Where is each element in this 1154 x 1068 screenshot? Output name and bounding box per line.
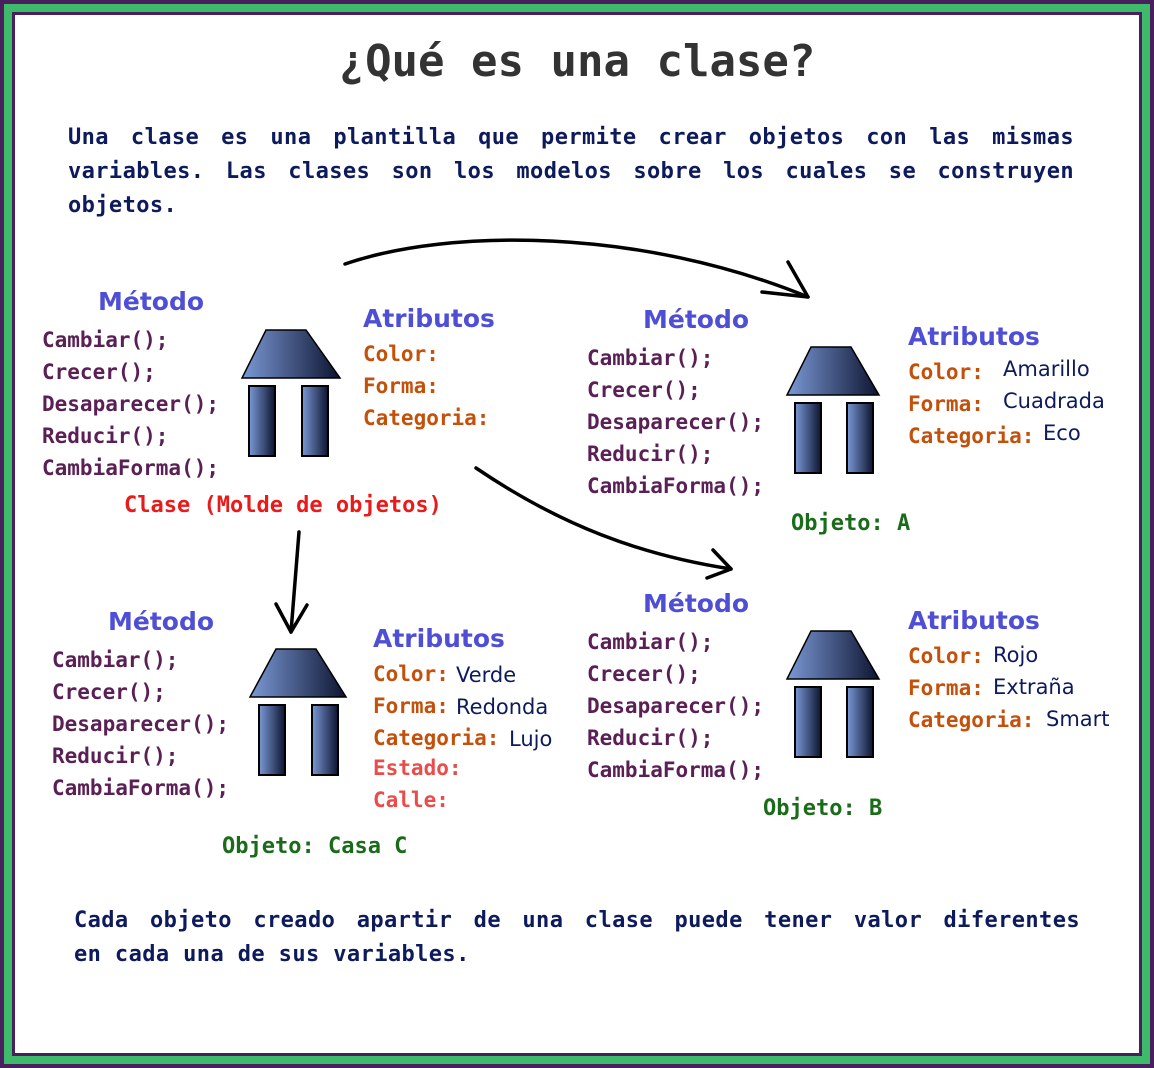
- method-item: Cambiar();: [587, 346, 714, 370]
- objeto-c-attr-heading: Atributos: [373, 624, 505, 653]
- method-item: Crecer();: [42, 360, 156, 384]
- objeto-c-method-heading: Método: [108, 607, 215, 636]
- objeto-c-attr-color: Color:: [373, 662, 449, 686]
- objeto-b-method-list: Cambiar(); Crecer(); Desaparecer(); Redu…: [587, 626, 764, 786]
- method-item: Reducir();: [587, 726, 714, 750]
- objeto-b-attr-heading: Atributos: [908, 606, 1040, 635]
- method-item: Desaparecer();: [587, 694, 765, 718]
- objeto-c-attr-calle: Calle:: [373, 788, 449, 812]
- house-icon: [785, 346, 881, 474]
- objeto-c-categoria-value: Lujo: [509, 727, 553, 751]
- method-item: CambiaForma();: [52, 776, 230, 800]
- objeto-b-categoria-value: Smart: [1046, 707, 1110, 731]
- green-frame: [4, 4, 1150, 1064]
- inner-frame: [12, 12, 1142, 1056]
- footer-paragraph: Cada objeto creado apartir de una clase …: [74, 904, 1080, 972]
- footer-line: Cada objeto creado apartir de una clase …: [74, 908, 1080, 933]
- method-item: Crecer();: [587, 378, 701, 402]
- objeto-c-attr-categoria: Categoria:: [373, 726, 500, 750]
- method-item: Cambiar();: [42, 328, 169, 352]
- clase-attr-heading: Atributos: [363, 304, 495, 333]
- method-item: CambiaForma();: [587, 758, 765, 782]
- objeto-c-method-list: Cambiar(); Crecer(); Desaparecer(); Redu…: [52, 644, 229, 804]
- objeto-a-attr-categoria: Categoria:: [908, 424, 1035, 448]
- arrowhead-b: [705, 548, 733, 580]
- clase-method-list: Cambiar(); Crecer(); Desaparecer(); Redu…: [42, 324, 219, 484]
- objeto-a-attr-forma: Forma:: [908, 392, 984, 416]
- objeto-c-forma-value: Redonda: [456, 695, 549, 719]
- objeto-a-categoria-value: Eco: [1043, 421, 1081, 445]
- arrow-to-object-a: [343, 238, 810, 299]
- method-item: Desaparecer();: [587, 410, 765, 434]
- clase-attr-color: Color:: [363, 342, 439, 366]
- arrowhead-a: [760, 260, 810, 299]
- clase-attr-categoria: Categoria:: [363, 406, 490, 430]
- objeto-c-caption: Objeto: Casa C: [222, 834, 408, 859]
- objeto-a-attr-color: Color:: [908, 360, 984, 384]
- method-item: Reducir();: [52, 744, 179, 768]
- objeto-a-caption: Objeto: A: [791, 511, 911, 536]
- objeto-b-attr-forma: Forma:: [908, 676, 984, 700]
- footer-line: en cada una de sus variables.: [74, 942, 470, 967]
- method-item: Reducir();: [587, 442, 714, 466]
- intro-line: variables. Las clases son los modelos so…: [68, 159, 1074, 184]
- objeto-b-color-value: Rojo: [993, 643, 1039, 667]
- intro-paragraph: Una clase es una plantilla que permite c…: [68, 121, 1074, 223]
- objeto-b-attr-color: Color:: [908, 644, 984, 668]
- objeto-a-color-value: Amarillo: [1003, 357, 1090, 381]
- method-item: Cambiar();: [52, 648, 179, 672]
- method-item: CambiaForma();: [587, 474, 765, 498]
- objeto-b-forma-value: Extraña: [993, 675, 1075, 699]
- house-icon: [240, 329, 342, 457]
- intro-line: objetos.: [68, 193, 178, 218]
- objeto-a-method-list: Cambiar(); Crecer(); Desaparecer(); Redu…: [587, 342, 764, 502]
- clase-method-heading: Método: [98, 287, 205, 316]
- objeto-c-attr-forma: Forma:: [373, 694, 449, 718]
- objeto-b-caption: Objeto: B: [763, 796, 883, 821]
- page-title: ¿Qué es una clase?: [338, 36, 816, 87]
- method-item: Desaparecer();: [42, 392, 220, 416]
- arrow-to-object-c: [289, 530, 301, 634]
- objeto-a-forma-value: Cuadrada: [1003, 389, 1105, 413]
- house-icon: [785, 630, 881, 758]
- method-item: Crecer();: [52, 680, 166, 704]
- clase-attr-forma: Forma:: [363, 374, 439, 398]
- objeto-b-method-heading: Método: [643, 589, 750, 618]
- method-item: Desaparecer();: [52, 712, 230, 736]
- arrowhead-c: [274, 602, 309, 634]
- method-item: CambiaForma();: [42, 456, 220, 480]
- clase-caption: Clase (Molde de objetos): [124, 493, 442, 518]
- method-item: Cambiar();: [587, 630, 714, 654]
- method-item: Crecer();: [587, 662, 701, 686]
- objeto-c-attr-estado: Estado:: [373, 756, 462, 780]
- arrow-to-object-b: [474, 466, 733, 571]
- objeto-c-color-value: Verde: [456, 663, 517, 687]
- house-icon: [248, 648, 348, 776]
- objeto-a-attr-heading: Atributos: [908, 322, 1040, 351]
- intro-line: Una clase es una plantilla que permite c…: [68, 125, 1074, 150]
- method-item: Reducir();: [42, 424, 169, 448]
- objeto-b-attr-categoria: Categoria:: [908, 708, 1035, 732]
- objeto-a-method-heading: Método: [643, 305, 750, 334]
